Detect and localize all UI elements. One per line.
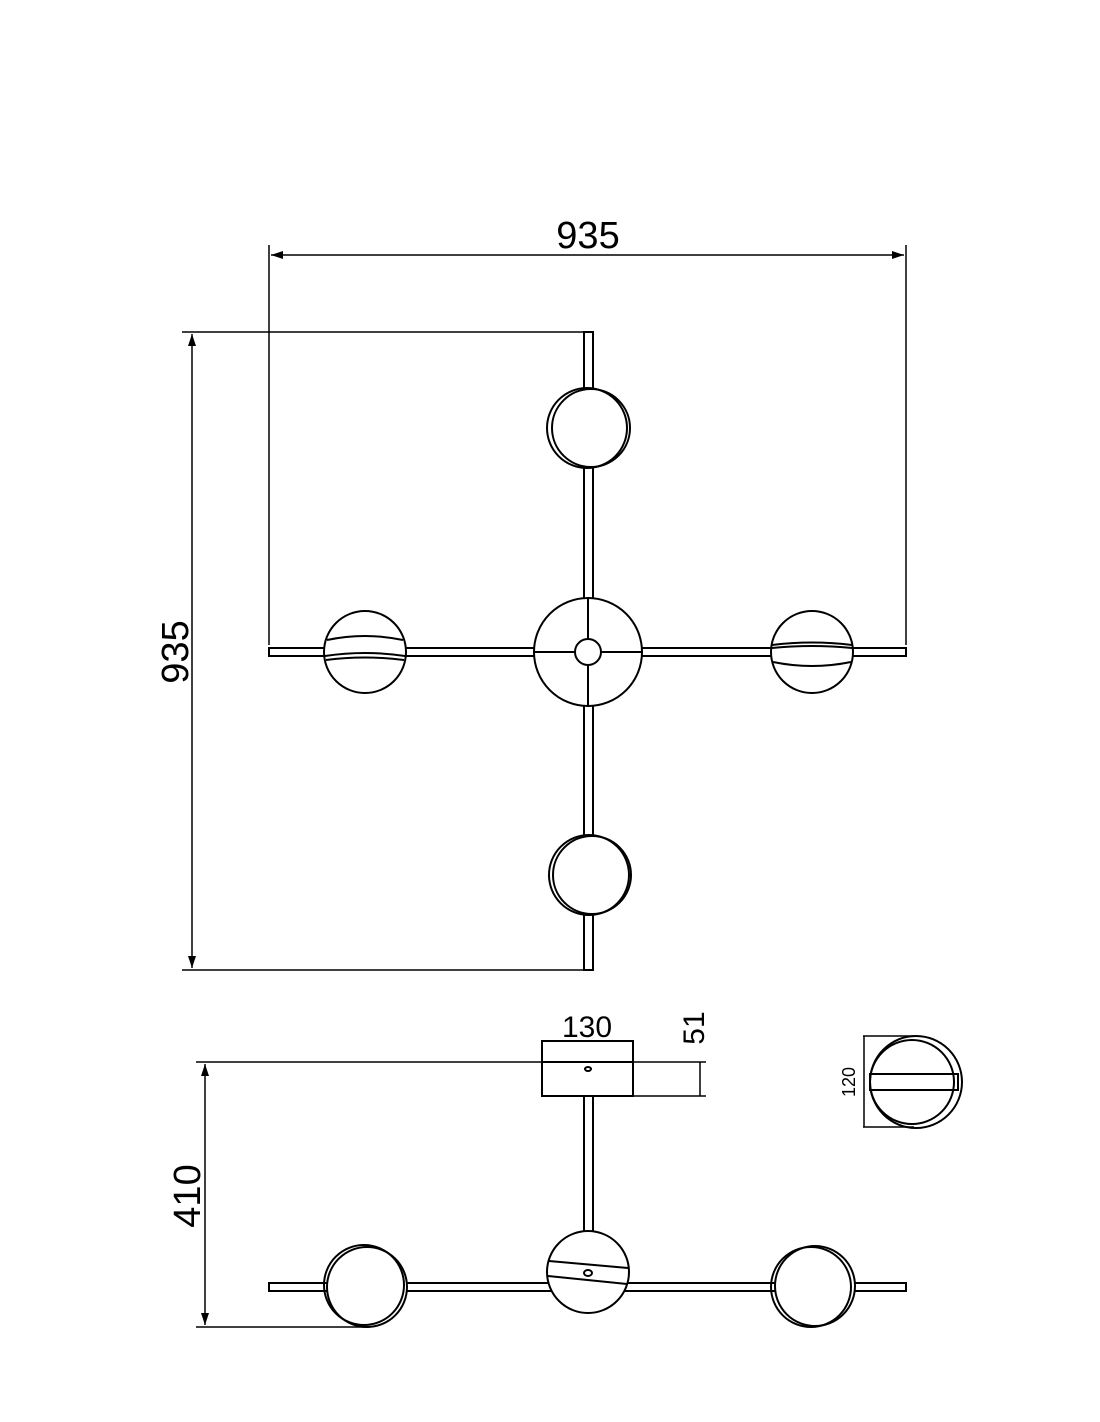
plan-width-dimension: 935 [268, 215, 907, 645]
plan-height-dimension: 935 [155, 331, 585, 971]
total-height-dimension: 410 [167, 1061, 542, 1328]
side-right-sphere [770, 1245, 856, 1328]
plan-height-label: 935 [155, 620, 197, 683]
plan-center-hub [574, 638, 602, 666]
shade-detail: 120 [839, 1035, 963, 1129]
side-view: 130 51 410 [167, 1011, 907, 1328]
side-canopy [541, 1040, 634, 1097]
canopy-height-label: 51 [678, 1011, 711, 1044]
shade-band [869, 1073, 959, 1091]
plan-right-sphere [770, 610, 854, 694]
plan-width-label: 935 [556, 215, 619, 257]
side-left-sphere [323, 1244, 408, 1328]
canopy-width-label: 130 [562, 1011, 612, 1044]
side-center-sphere [546, 1230, 630, 1314]
canopy-width-dimension: 130 [542, 1011, 633, 1044]
plan-bottom-sphere [548, 834, 632, 916]
shade-diameter-label: 120 [839, 1067, 859, 1097]
side-stem [583, 1095, 594, 1235]
plan-view: 935 935 [155, 215, 907, 971]
total-height-label: 410 [167, 1164, 209, 1227]
plan-left-sphere [323, 610, 407, 694]
plan-top-sphere [546, 387, 631, 469]
canopy-height-dimension: 51 [633, 1011, 711, 1097]
